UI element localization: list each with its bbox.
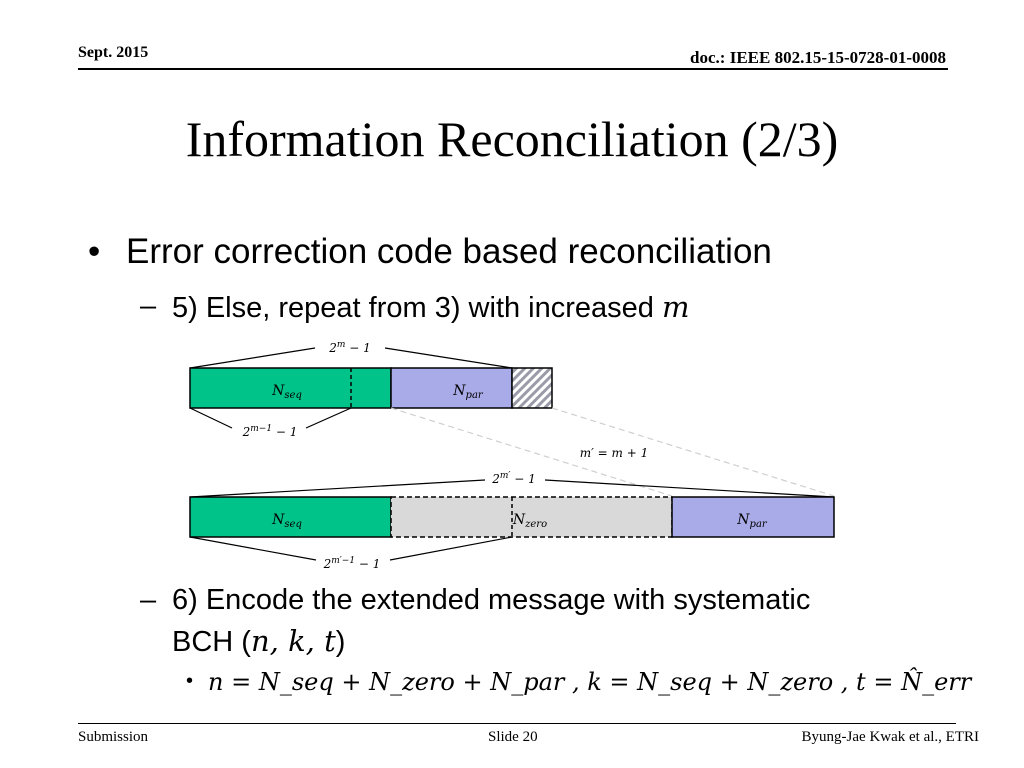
dash-marker: –	[140, 584, 157, 616]
top-sub-span-label: 2m−1 − 1	[242, 424, 298, 439]
top-span-brace-left	[189, 347, 316, 369]
top-nseq-box	[189, 367, 392, 409]
slide-title: Information Reconciliation (2/3)	[185, 111, 839, 167]
bottom-sub-span-label: 2m′−1 − 1	[323, 556, 381, 571]
bullet-dot-small: •	[186, 670, 194, 692]
bullet-dot: •	[88, 232, 101, 271]
formula-text: n = N_seq + N_zero + N_par , k = N_seq +…	[208, 668, 972, 696]
bottom-sub-brace-right	[389, 536, 513, 561]
footer-submission: Submission	[78, 729, 149, 745]
step-5-text: 5) Else, repeat from 3) with increased	[172, 292, 662, 324]
top-npar-box	[390, 367, 513, 409]
projection-line-left	[390, 407, 673, 497]
top-sub-brace-left	[189, 407, 233, 429]
top-span-label: 2m − 1	[328, 340, 371, 355]
bullet-main-text: Error correction code based reconciliati…	[126, 232, 772, 271]
top-sub-brace-right	[305, 407, 352, 429]
footer-author: Byung-Jae Kwak et al., ETRI	[801, 729, 979, 745]
footer-divider	[78, 723, 956, 724]
step-6-params: n, k, t	[250, 624, 336, 658]
step-5-var: m	[661, 290, 690, 324]
bottom-span-label: 2m′ − 1	[491, 471, 536, 486]
top-span-brace-right	[384, 347, 513, 369]
step-6-line1: 6) Encode the extended message with syst…	[172, 584, 811, 616]
step-6-line2: BCH (n, k, t)	[172, 624, 345, 659]
header-date: Sept. 2015	[78, 44, 149, 61]
bottom-span-brace-left	[189, 479, 486, 498]
bottom-sub-brace-left	[189, 536, 317, 561]
m-update-label: m′ = m + 1	[580, 446, 648, 460]
header-divider	[78, 68, 948, 70]
bottom-nzero-box	[390, 496, 673, 538]
dash-marker: –	[140, 290, 157, 322]
step-6-close: )	[335, 626, 346, 658]
bottom-nseq-box	[189, 496, 392, 538]
bottom-npar-box	[671, 496, 835, 538]
footer-slide-number: Slide 20	[488, 729, 538, 745]
header-doc-id: doc.: IEEE 802.15-15-0728-01-0008	[690, 48, 946, 67]
bottom-span-brace-right	[544, 479, 835, 498]
top-hatched-box	[511, 367, 553, 409]
step-6-bch: BCH (	[172, 626, 251, 658]
